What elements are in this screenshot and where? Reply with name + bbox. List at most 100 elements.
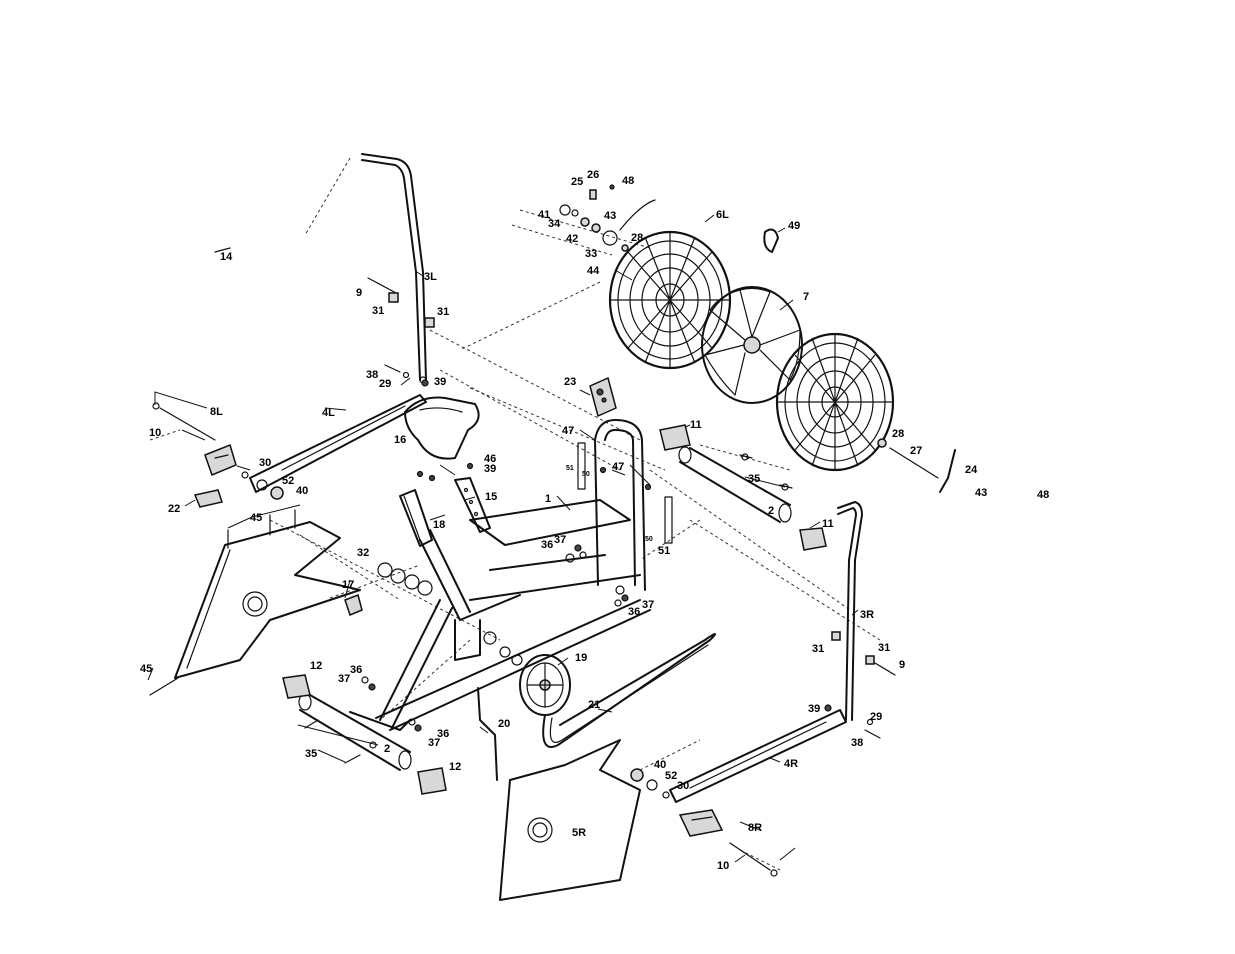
callout-45-bottom: 45: [140, 663, 152, 675]
callout-31-left-a: 31: [372, 305, 384, 317]
callout-31-right-a: 31: [812, 643, 824, 655]
callout-28-right: 28: [892, 428, 904, 440]
callout-27: 27: [910, 445, 922, 457]
callout-30-right: 30: [677, 780, 689, 792]
callout-11-bottom: 11: [822, 518, 834, 530]
callout-3L: 3L: [424, 271, 437, 283]
callout-9-right: 9: [899, 659, 905, 671]
leader-lines: [148, 215, 858, 862]
callout-6L: 6L: [716, 209, 729, 221]
callout-39-seat: 39: [484, 463, 496, 475]
callout-47-right: 47: [612, 461, 624, 473]
callout-48-right: 48: [1037, 489, 1049, 501]
console-23: [590, 378, 616, 416]
callout-52-left: 52: [282, 475, 294, 487]
callout-labels: 14 3L 9 31 31 38 29 39 8L 4L 10 16 30 52…: [140, 169, 1049, 872]
callout-37-lower: 37: [428, 737, 440, 749]
callout-25: 25: [571, 176, 583, 188]
callout-21: 21: [588, 699, 600, 711]
seat-slider-15: [455, 478, 490, 532]
callout-35-top: 35: [748, 473, 760, 485]
callout-34: 34: [548, 218, 561, 230]
callout-37-rear: 37: [642, 599, 654, 611]
left-handlebar-3L: [362, 154, 426, 383]
callout-3R: 3R: [860, 609, 874, 621]
callout-7: 7: [803, 291, 809, 303]
callout-42: 42: [566, 233, 578, 245]
bolt-10b: [730, 843, 777, 876]
callout-11-top: 11: [690, 419, 702, 431]
left-side-cover: [175, 522, 360, 678]
callout-38-right: 38: [851, 737, 863, 749]
callout-1: 1: [545, 493, 551, 505]
right-side-cover-5R: [500, 740, 640, 900]
callout-49: 49: [788, 220, 800, 232]
end-cap-11b: [800, 528, 826, 550]
right-arm-4R: [670, 710, 846, 802]
right-handlebar-3R: [838, 502, 862, 720]
small-hardware: [150, 185, 955, 798]
end-cap-12b: [418, 768, 446, 794]
callout-5R: 5R: [572, 827, 586, 839]
callout-51-left: 51: [566, 465, 574, 472]
end-cap-11a: [660, 425, 690, 450]
callout-51-right: 51: [658, 545, 670, 557]
bolt-10a: [153, 403, 215, 440]
callout-24: 24: [965, 464, 978, 476]
callout-4R: 4R: [784, 758, 798, 770]
callout-43-top: 43: [604, 210, 616, 222]
callout-23: 23: [564, 376, 576, 388]
callout-30-left: 30: [259, 457, 271, 469]
callout-2-top: 2: [768, 505, 774, 517]
end-cap-12a: [283, 675, 310, 698]
callout-20: 20: [498, 718, 510, 730]
callout-40-left: 40: [296, 485, 308, 497]
callout-44: 44: [587, 265, 600, 277]
callout-9-left: 9: [356, 287, 362, 299]
callout-8L: 8L: [210, 406, 223, 418]
callout-10-left: 10: [149, 427, 161, 439]
callout-15: 15: [485, 491, 497, 503]
callout-35-bottom: 35: [305, 748, 317, 760]
callout-50-right: 50: [645, 536, 653, 543]
callout-36-left: 36: [350, 664, 362, 676]
callout-33: 33: [585, 248, 597, 260]
callout-36-rear: 36: [628, 606, 640, 618]
callout-39-left: 39: [434, 376, 446, 388]
callout-2-bottom: 2: [384, 743, 390, 755]
main-frame-1: [350, 420, 650, 730]
seat-post-18: [400, 490, 432, 546]
callout-38-left: 38: [366, 369, 378, 381]
callout-19: 19: [575, 652, 587, 664]
callout-12-top: 12: [310, 660, 322, 672]
callout-37-frame: 37: [554, 534, 566, 546]
callout-29-left: 29: [379, 378, 391, 390]
fan-guard-6L: [610, 232, 730, 368]
pedal-8L: [205, 445, 236, 475]
callout-12-bottom: 12: [449, 761, 461, 773]
callout-32: 32: [357, 547, 369, 559]
callout-48-top: 48: [622, 175, 634, 187]
crank-20: [478, 688, 497, 780]
callout-43-right: 43: [975, 487, 987, 499]
callout-18: 18: [433, 519, 445, 531]
callout-17: 17: [342, 579, 354, 591]
callout-28-top: 28: [631, 232, 643, 244]
callout-47-left: 47: [562, 425, 574, 437]
callout-50-left: 50: [582, 471, 590, 478]
callout-26: 26: [587, 169, 599, 181]
callout-31-left-b: 31: [437, 306, 449, 318]
callout-16: 16: [394, 434, 406, 446]
callout-29-right: 29: [870, 711, 882, 723]
callout-10-right: 10: [717, 860, 729, 872]
fan-guard-6R: [777, 334, 893, 470]
callout-22: 22: [168, 503, 180, 515]
callout-31-right-b: 31: [878, 642, 890, 654]
pulley-19: [520, 655, 570, 715]
callout-37-left: 37: [338, 673, 350, 685]
callout-14: 14: [220, 251, 233, 263]
callout-8R: 8R: [748, 822, 762, 834]
callout-36-frame: 36: [541, 539, 553, 551]
callout-39-right: 39: [808, 703, 820, 715]
